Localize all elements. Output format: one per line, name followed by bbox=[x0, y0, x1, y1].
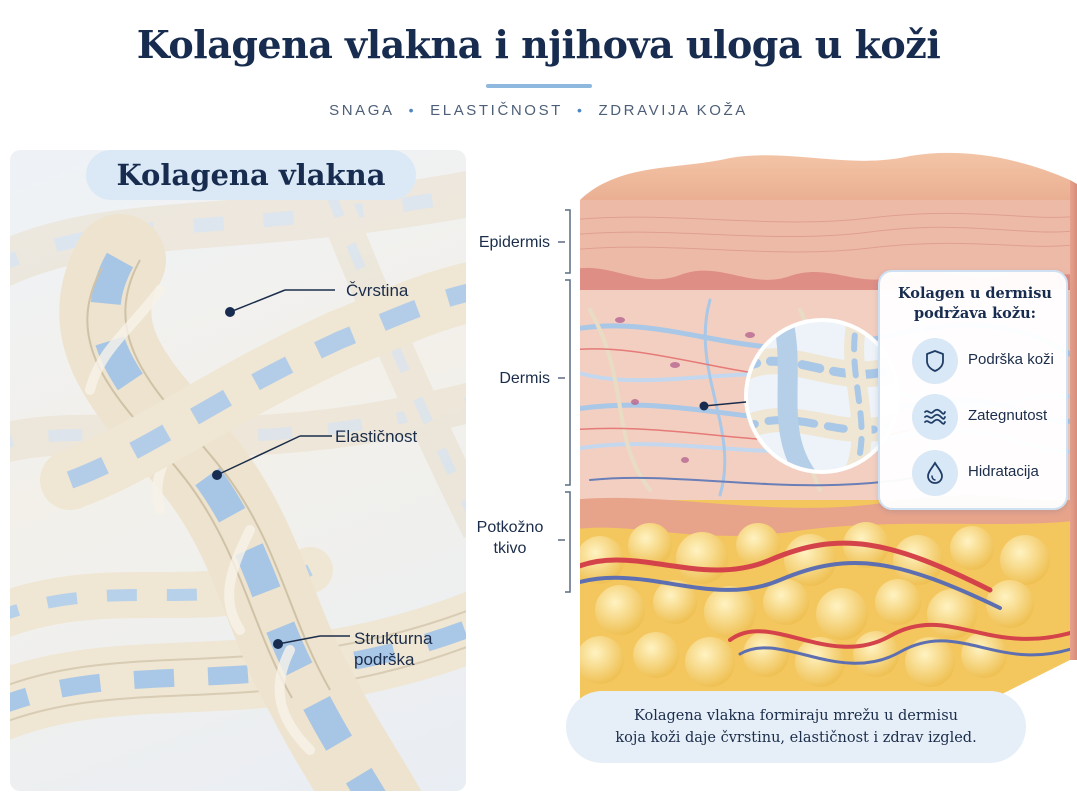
layer-brackets bbox=[558, 209, 571, 593]
label-epidermis: Epidermis bbox=[478, 234, 550, 251]
shield-icon bbox=[912, 338, 958, 384]
label-subcutaneous: Potkožno tkivo bbox=[470, 517, 550, 559]
info-card-title: Kolagen u dermisu podržava kožu: bbox=[880, 284, 1070, 324]
info-item-tightness: Zategnutost bbox=[912, 394, 1072, 440]
label-subcutaneous-line2: tkivo bbox=[493, 540, 527, 557]
title-underline bbox=[486, 84, 592, 88]
label-dermis: Dermis bbox=[499, 370, 550, 387]
pointer-dot-elasticity bbox=[212, 470, 222, 480]
label-structural-support-line1: Strukturna bbox=[354, 629, 433, 648]
info-item-support: Podrška koži bbox=[912, 338, 1072, 384]
info-item-hydration: Hidratacija bbox=[912, 450, 1072, 496]
info-item-tightness-label: Zategnutost bbox=[968, 407, 1048, 424]
info-card-title-line1: Kolagen u dermisu bbox=[898, 285, 1052, 302]
label-elasticity: Elastičnost bbox=[335, 427, 418, 446]
fat-cells bbox=[580, 522, 1050, 687]
caption-line1: Kolagena vlakna formiraju mrežu u dermis… bbox=[634, 708, 958, 724]
info-item-hydration-label: Hidratacija bbox=[968, 463, 1039, 480]
water-drop-icon bbox=[912, 450, 958, 496]
label-structural-support: Strukturna podrška bbox=[354, 628, 432, 670]
info-item-support-label: Podrška koži bbox=[968, 351, 1054, 368]
subtitle-separator-2: • bbox=[576, 102, 585, 118]
label-pointers bbox=[212, 289, 350, 649]
label-structural-support-line2: podrška bbox=[354, 650, 415, 669]
pointer-dot-support bbox=[273, 639, 283, 649]
label-subcutaneous-line1: Potkožno bbox=[476, 519, 544, 536]
diagram-caption: Kolagena vlakna formiraju mrežu u dermis… bbox=[566, 691, 1026, 763]
secondary-collagen-rope bbox=[40, 262, 466, 510]
waves-icon bbox=[912, 394, 958, 440]
collagen-fiber-illustration bbox=[10, 150, 466, 791]
skin-surface bbox=[580, 152, 1070, 215]
collagen-fiber-panel: Kolagena vlakna Čvrstina Elastičnost Str… bbox=[10, 150, 466, 791]
info-card-title-line2: podržava kožu: bbox=[914, 305, 1036, 322]
pointer-dot-firmness bbox=[225, 307, 235, 317]
subtitle-word-health: ZDRAVIJA KOŽA bbox=[598, 102, 748, 119]
page-title: Kolagena vlakna i njihova uloga u koži bbox=[136, 22, 941, 67]
label-firmness: Čvrstina bbox=[346, 281, 409, 300]
subtitle: SNAGA • ELASTIČNOST • ZDRAVIJA KOŽA bbox=[0, 102, 1077, 119]
fiber-panel-title: Kolagena vlakna bbox=[86, 150, 416, 200]
caption-line2: koja koži daje čvrstinu, elastičnost i z… bbox=[615, 730, 977, 746]
subtitle-word-strength: SNAGA bbox=[329, 102, 395, 119]
collagen-info-card: Kolagen u dermisu podržava kožu: Podrška… bbox=[878, 270, 1068, 510]
subtitle-separator-1: • bbox=[408, 102, 417, 118]
blood-vessels bbox=[580, 540, 1070, 665]
subtitle-word-elasticity: ELASTIČNOST bbox=[430, 102, 563, 119]
